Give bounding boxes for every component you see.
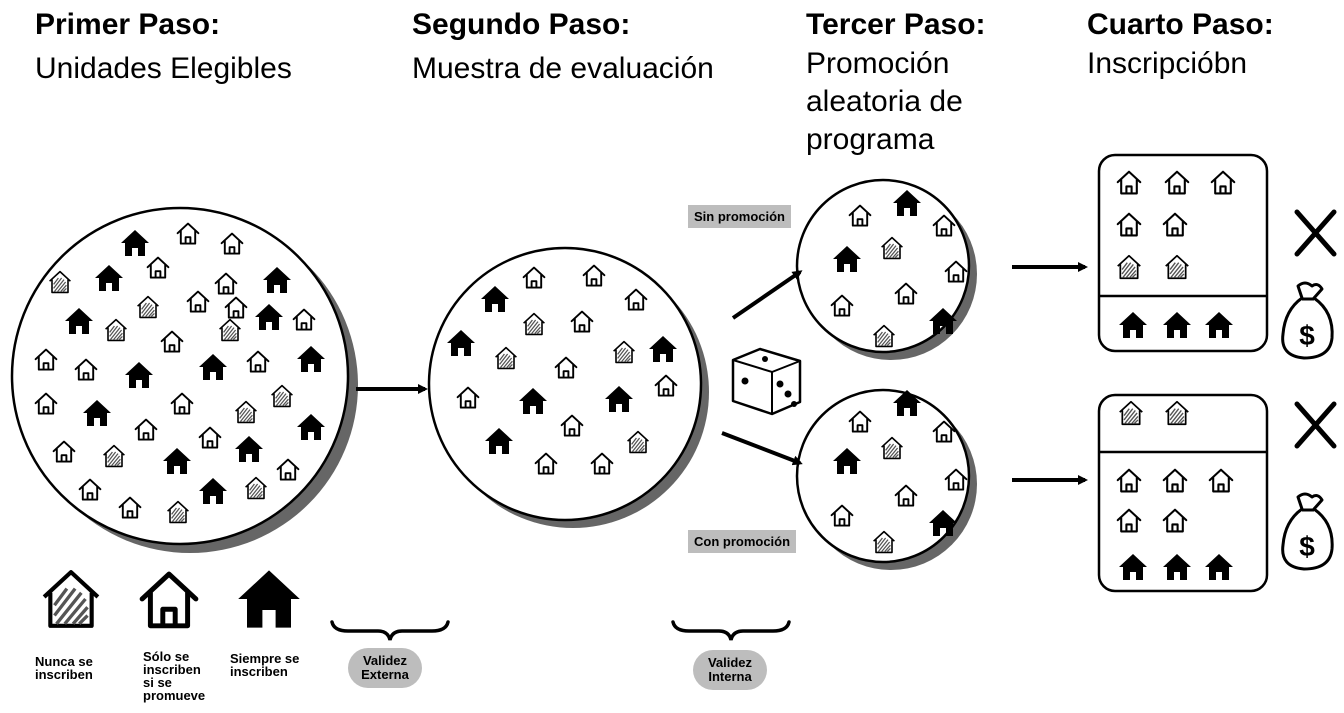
outline-house-icon <box>138 570 200 632</box>
step1-subtitle: Unidades Elegibles <box>35 52 292 85</box>
enrollment-box-bottom <box>1097 393 1269 593</box>
x-mark-icon <box>1294 401 1337 449</box>
legend-always: Siempre se inscriben <box>230 651 300 679</box>
external-validity-brace <box>330 620 450 641</box>
legend-only-if-promoted: Sólo se inscriben si se promueve <box>143 649 206 703</box>
arrow-to-no-promotion <box>731 270 803 320</box>
promotion-label: Con promoción <box>688 530 797 553</box>
population-circle <box>10 206 358 553</box>
internal-validity-label: Validez Interna <box>693 650 767 690</box>
step3-subtitle-line1: Promoción <box>806 47 950 80</box>
step3-title: Tercer Paso: <box>806 8 986 41</box>
x-mark-icon <box>1294 209 1337 257</box>
internal-validity-brace <box>671 620 791 641</box>
money-bag-icon: $ <box>1281 492 1334 571</box>
arrow-to-promotion <box>721 431 803 466</box>
step1-title: Primer Paso: <box>35 8 221 41</box>
step2-subtitle: Muestra de evaluación <box>412 52 714 85</box>
no-promotion-label: Sin promoción <box>688 205 791 228</box>
step2-title: Segundo Paso: <box>412 8 631 41</box>
step3-subtitle-line3: programa <box>806 123 935 156</box>
svg-text:$: $ <box>1299 320 1315 351</box>
external-validity-label: Validez Externa <box>348 648 422 688</box>
hatched-house-icon <box>40 568 102 630</box>
step4-title: Cuarto Paso: <box>1087 8 1274 41</box>
solid-house-icon <box>238 570 300 628</box>
legend-never: Nunca se inscriben <box>35 654 93 682</box>
dice-icon <box>731 347 802 416</box>
svg-text:$: $ <box>1299 531 1315 562</box>
step3-subtitle-line2: aleatoria de <box>806 85 963 118</box>
money-bag-icon: $ <box>1281 281 1334 360</box>
step4-subtitle: Inscripcióbn <box>1087 47 1248 80</box>
enrollment-box-top <box>1097 153 1269 353</box>
